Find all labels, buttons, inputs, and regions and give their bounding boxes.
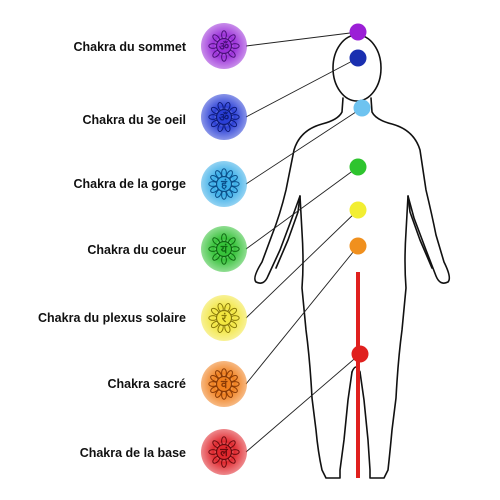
torso-outline <box>254 97 451 479</box>
right-arm-inner <box>407 195 433 269</box>
body-dot-heart <box>349 158 367 176</box>
label-solar-plexus: Chakra du plexus solaire <box>38 311 186 325</box>
connector-line-solar-plexus <box>245 209 359 319</box>
connector-line-third-eye <box>245 57 359 118</box>
chakra-core <box>215 37 233 55</box>
chakra-symbol: लं <box>219 446 228 459</box>
label-throat: Chakra de la gorge <box>73 177 186 191</box>
chakra-core <box>215 108 233 126</box>
label-root: Chakra de la base <box>80 446 186 460</box>
chakra-symbol: यं <box>220 243 228 256</box>
chakra-icon-throat: हं <box>201 161 247 207</box>
body-dot-sacral <box>349 237 367 255</box>
chakra-icon-root: लं <box>201 429 247 475</box>
body-dot-third-eye <box>349 49 367 67</box>
connector-line-throat <box>245 107 363 185</box>
chakra-icon-crown: ॐ <box>201 23 247 69</box>
body-dot-root <box>351 345 369 363</box>
label-heart: Chakra du coeur <box>87 243 186 257</box>
connector-line-crown <box>245 31 359 47</box>
chakra-labels: Chakra du sommet Chakra du 3e oeil Chakr… <box>38 40 187 460</box>
body-silhouette <box>254 34 451 479</box>
connector-line-heart <box>245 166 359 250</box>
chakra-symbol: रं <box>221 312 227 325</box>
chakra-symbol: ॐ <box>219 40 229 53</box>
chakra-core <box>215 443 233 461</box>
body-dot-crown <box>349 23 367 41</box>
label-crown: Chakra du sommet <box>73 40 186 54</box>
body-dots <box>349 23 371 363</box>
chakra-symbol: हं <box>220 178 228 191</box>
label-sacral: Chakra sacré <box>107 377 186 391</box>
chakra-icons: ॐ ॐ हं यं रं वं लं <box>201 23 247 475</box>
label-third-eye: Chakra du 3e oeil <box>82 113 186 127</box>
connector-line-sacral <box>245 245 359 385</box>
chakra-icon-sacral: वं <box>201 361 247 407</box>
chakra-core <box>215 309 233 327</box>
head-outline <box>332 34 382 102</box>
chakra-core <box>215 240 233 258</box>
connector-line-root <box>245 353 361 453</box>
chakra-icon-heart: यं <box>201 226 247 272</box>
chakra-icon-third-eye: ॐ <box>201 94 247 140</box>
chakra-core <box>215 175 233 193</box>
chakra-core <box>215 375 233 393</box>
body-dot-throat <box>353 99 371 117</box>
chakra-symbol: वं <box>220 378 228 391</box>
chakra-icon-solar-plexus: रं <box>201 295 247 341</box>
chakra-symbol: ॐ <box>219 111 229 124</box>
body-dot-solar-plexus <box>349 201 367 219</box>
left-arm-inner <box>275 195 301 269</box>
connector-lines <box>245 31 363 453</box>
